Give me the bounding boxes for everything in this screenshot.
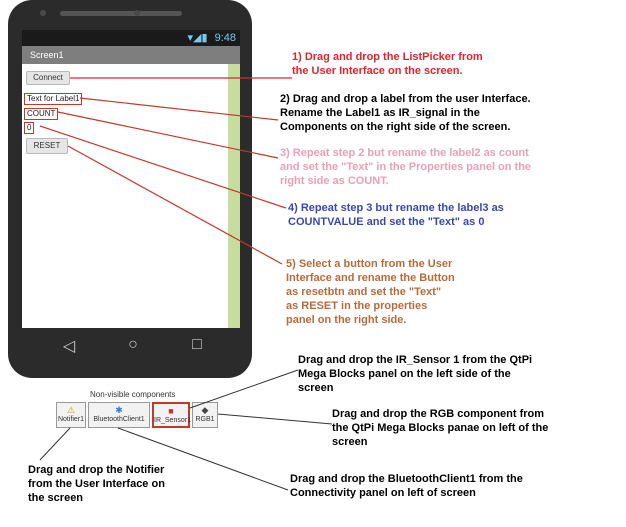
annotation-line: and set the "Text" in the Properties pan… [280, 161, 532, 173]
annotation-line: Drag and drop the Notifier [28, 464, 165, 476]
annotation-line: screen [332, 436, 368, 448]
annotation-line: Mega Blocks panel on the left side of th… [298, 368, 511, 380]
connector-bluetooth [117, 427, 289, 491]
connector-notifier [39, 427, 71, 461]
screen-scrollbar [228, 64, 240, 328]
annotation-step5: 5) Select a button from the User Interfa… [286, 257, 455, 327]
back-icon[interactable]: ◁ [62, 338, 76, 355]
annotation-step4: 4) Repeat step 3 but rename the label3 a… [288, 201, 504, 229]
annotation-line: screen [298, 382, 334, 394]
label2[interactable]: COUNT [24, 108, 59, 120]
ir-sensor-label: IR_Sensor1 [154, 417, 191, 424]
annotation-line: the User Interface on the screen. [292, 65, 463, 77]
annotation-line: Drag and drop the BluetoothClient1 from … [290, 473, 523, 485]
annotation-step1: 1) Drag and drop the ListPicker from the… [292, 50, 483, 78]
annotation-line: as RESET in the properties [286, 300, 428, 312]
rgb-icon: ◆ [201, 405, 209, 415]
sensor-icon: ■ [168, 406, 174, 416]
connector-step5 [67, 145, 283, 265]
annotation-line: panel on the right side. [286, 314, 407, 326]
nav-bar [22, 328, 240, 364]
annotation-line: 2) Drag and drop a label from the user I… [280, 93, 531, 105]
bluetooth-icon: ✱ [115, 405, 123, 415]
screen-title: Screen1 [22, 46, 240, 64]
annotation-line: 4) Repeat step 3 but rename the label3 a… [288, 202, 504, 214]
annotation-line: 1) Drag and drop the ListPicker from [292, 51, 483, 63]
annotation-step2: 2) Drag and drop a label from the user I… [280, 92, 531, 134]
annotation-notifier: Drag and drop the Notifier from the User… [28, 463, 165, 505]
annotation-line: as resetbtn and set the "Text" [286, 286, 442, 298]
annotation-line: Interface and rename the Button [286, 272, 455, 284]
notifier-label: Notifier1 [57, 416, 85, 423]
annotation-line: 5) Select a button from the User [286, 258, 453, 270]
connector-step2 [79, 97, 279, 121]
connect-button[interactable]: Connect [26, 71, 70, 85]
reset-button[interactable]: RESET [26, 138, 68, 154]
phone-sensor [40, 10, 46, 16]
connector-ir-sensor [189, 369, 299, 409]
annotation-line: Drag and drop the IR_Sensor 1 from the Q… [298, 354, 533, 366]
nonvisible-title: Non-visible components [90, 390, 176, 399]
bluetooth-label: BluetoothClient1 [93, 416, 145, 423]
recents-icon[interactable]: □ [192, 336, 202, 353]
phone-camera [134, 10, 140, 16]
status-time: 9:48 [214, 32, 236, 44]
ir-sensor-component[interactable]: ■ IR_Sensor1 [152, 402, 191, 428]
label1[interactable]: Text for Label1 [24, 93, 83, 105]
annotation-bluetooth: Drag and drop the BluetoothClient1 from … [290, 472, 523, 500]
connector-step4 [39, 125, 287, 209]
phone-speaker [60, 11, 182, 16]
annotation-line: right side as COUNT. [280, 175, 389, 187]
status-icons: ▾◢▮ [187, 32, 208, 44]
annotation-line: Connectivity panel on left of screen [290, 487, 476, 499]
warning-icon: ⚠ [66, 405, 76, 415]
annotation-ir-sensor: Drag and drop the IR_Sensor 1 from the Q… [298, 353, 532, 395]
annotation-rgb: Drag and drop the RGB component from the… [332, 407, 548, 449]
notifier-component[interactable]: ⚠ Notifier1 [56, 402, 86, 428]
status-bar: ▾◢▮ 9:48 [22, 30, 240, 46]
bluetooth-component[interactable]: ✱ BluetoothClient1 [88, 402, 150, 428]
annotation-line: Components on the right side of the scre… [280, 121, 511, 133]
annotation-line: Drag and drop the RGB component from [332, 408, 545, 420]
annotation-line: Rename the Label1 as IR_signal in the [280, 107, 480, 119]
annotation-line: the screen [28, 492, 84, 504]
annotation-step3: 3) Repeat step 2 but rename the label2 a… [280, 146, 531, 188]
home-icon[interactable]: ○ [128, 336, 138, 353]
connector-step3 [57, 111, 279, 159]
connector-rgb [217, 413, 333, 425]
rgb-component[interactable]: ◆ RGB1 [192, 402, 218, 428]
annotation-line: from the User Interface on [28, 478, 165, 490]
rgb-label: RGB1 [195, 416, 215, 423]
annotation-line: COUNTVALUE and set the "Text" as 0 [288, 216, 485, 228]
annotation-line: 3) Repeat step 2 but rename the label2 a… [280, 147, 529, 159]
label3[interactable]: 0 [24, 122, 35, 134]
annotation-line: the QtPi Mega Blocks panae on left of th… [332, 422, 549, 434]
